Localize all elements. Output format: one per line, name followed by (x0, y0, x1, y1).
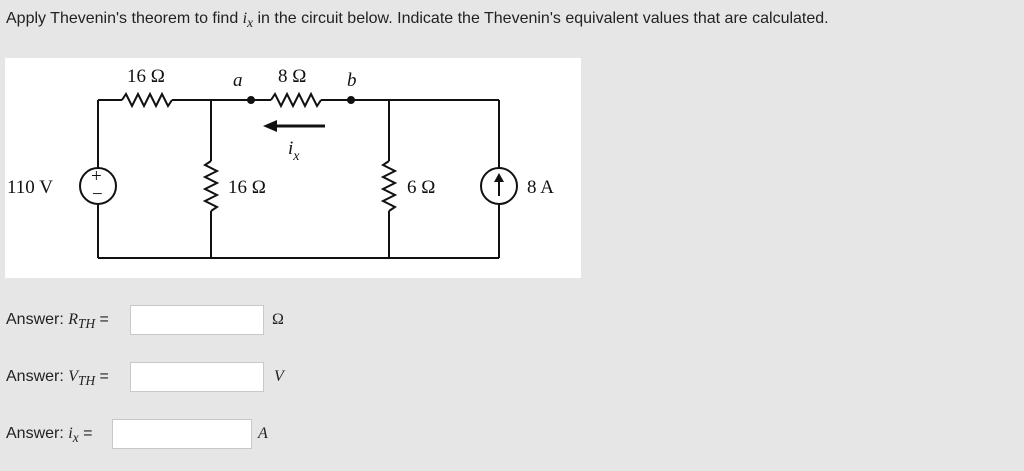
label-minus: − (92, 184, 103, 205)
label-r-shunt: 16 Ω (228, 177, 266, 198)
answer-row-vth: Answer: VTH = V (6, 362, 306, 392)
answer-unit-vth: V (274, 368, 284, 385)
circuit-svg: 16 Ω a 8 Ω b ix 110 V + − 16 Ω 6 Ω 8 A (7, 66, 554, 259)
answer-input-rth[interactable] (130, 305, 264, 335)
label-current-source: 8 A (527, 177, 554, 198)
resistor-ab-zigzag (270, 91, 322, 109)
voltage-source-circle (79, 167, 117, 205)
label-node-b: b (347, 70, 357, 91)
answer-input-vth[interactable] (130, 362, 264, 392)
answer-label-rth: Answer: RTH = (6, 311, 109, 332)
label-r-right: 6 Ω (407, 177, 435, 198)
resistor-series-zigzag (121, 91, 173, 109)
question-text: Apply Thevenin's theorem to find ix in t… (6, 10, 829, 31)
label-r-ab: 8 Ω (278, 66, 306, 87)
answer-label-ix: Answer: ix = (6, 425, 93, 446)
answer-label-vth: Answer: VTH = (6, 368, 109, 389)
resistor-6ohm-zigzag (380, 160, 398, 212)
label-r-series: 16 Ω (127, 66, 165, 87)
answer-input-ix[interactable] (112, 419, 252, 449)
answer-row-ix: Answer: ix = A (6, 419, 306, 449)
label-node-a: a (233, 70, 243, 91)
answer-unit-rth: Ω (272, 311, 284, 328)
ix-arrowhead (263, 120, 277, 132)
current-source-arrowhead (494, 173, 504, 182)
answer-unit-ix: A (258, 425, 268, 442)
question-variable: ix (242, 10, 254, 31)
node-a-dot (247, 96, 255, 104)
answer-row-rth: Answer: RTH = Ω (6, 305, 306, 335)
question-suffix: in the circuit below. Indicate the Theve… (253, 10, 829, 27)
circuit-diagram: 16 Ω a 8 Ω b ix 110 V + − 16 Ω 6 Ω 8 A (5, 58, 581, 278)
resistor-shunt-zigzag (202, 160, 220, 212)
node-b-dot (347, 96, 355, 104)
label-ix: ix (288, 138, 300, 164)
current-source-circle (480, 167, 518, 205)
label-plus: + (91, 166, 102, 187)
question-prefix: Apply Thevenin's theorem to find (6, 10, 243, 27)
label-source-voltage: 110 V (7, 177, 53, 198)
